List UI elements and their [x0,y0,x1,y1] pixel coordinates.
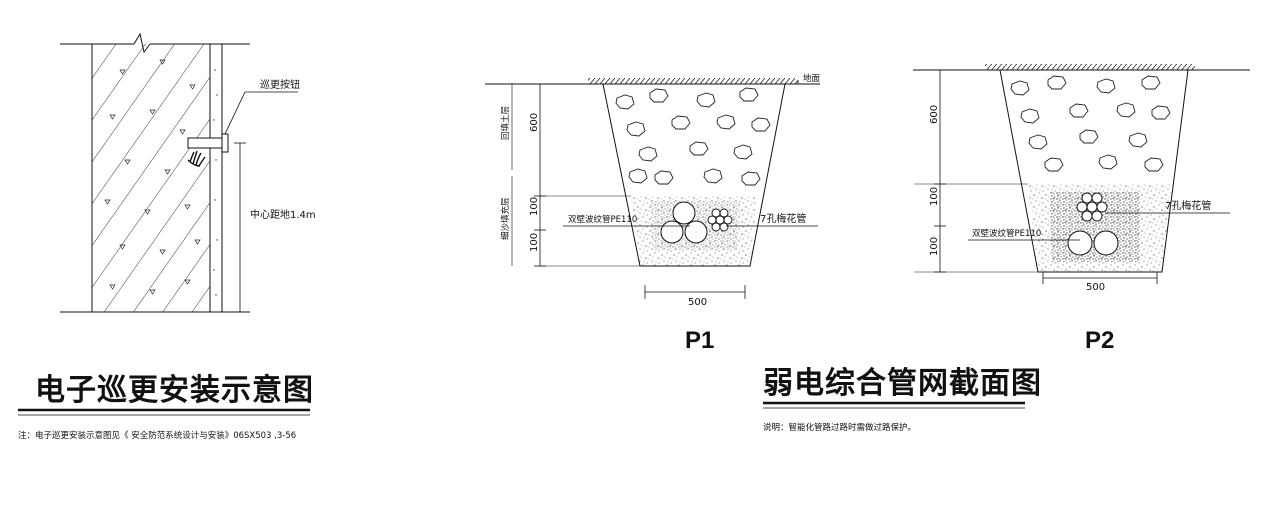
label-patrol-button: 巡更按钮 [260,78,300,91]
label-sand: 细沙填充层 [500,197,511,240]
note-pipeline-section: 说明：智能化管路过路时需做过路保护。 [763,422,916,433]
pe110-pipe [672,201,696,225]
dim-600-p1: 600 [529,113,540,132]
dim-500-p1: 500 [688,297,707,308]
seven-hole-pipe [1076,192,1108,222]
label-backfill: 回填土层 [500,106,511,140]
title-pipeline-section: 弱电综合管网截面图 [763,366,1042,401]
section-name-p2: P2 [1085,327,1114,354]
trench-p2: 7孔梅花管 双壁波纹管PE110 600 100 100 500 P2 [913,64,1250,354]
dim-100-top-p2: 100 [929,187,940,206]
dim-600-p2: 600 [929,105,940,124]
patrol-install-diagram: 巡更按钮 中心距地1.4m 电子巡更安装示意图 注：电子巡更安装示意图见《 安全… [18,32,316,441]
pe110-pipe [1067,230,1093,256]
wall-hatch [92,44,210,312]
pe110-pipe [1093,230,1119,256]
trench-p1: 双壁波纹管PE110 7孔梅花管 600 100 100 回填土层 细沙填充层 … [500,83,818,354]
dim-100-bottom-p1: 100 [529,233,540,252]
label-pe110-p1: 双壁波纹管PE110 [568,214,637,225]
label-ground: 地面 [803,73,821,84]
note-patrol-install: 注：电子巡更安装示意图见《 安全防范系统设计与安装》06SX503 ,3-56 [18,430,296,441]
pe110-pipe [684,220,708,244]
label-7hole-p2: 7孔梅花管 [1165,199,1211,212]
dim-100-top-p1: 100 [529,197,540,216]
label-pe110-p2: 双壁波纹管PE110 [972,228,1041,239]
section-name-p1: P1 [685,327,714,354]
pipeline-section-diagram: 地面 双壁波纹管PE110 7孔梅花管 [485,64,1250,433]
hand-icon [187,150,206,167]
patrol-button-body [187,137,223,149]
title-patrol-install: 电子巡更安装示意图 [35,373,314,408]
seven-hole-pipe [707,208,733,232]
dim-500-p2: 500 [1086,282,1105,293]
label-7hole-p1: 7孔梅花管 [760,212,806,225]
dim-100-bottom-p2: 100 [929,237,940,256]
pe110-pipe [660,220,684,244]
label-center-distance: 中心距地1.4m [250,208,316,221]
